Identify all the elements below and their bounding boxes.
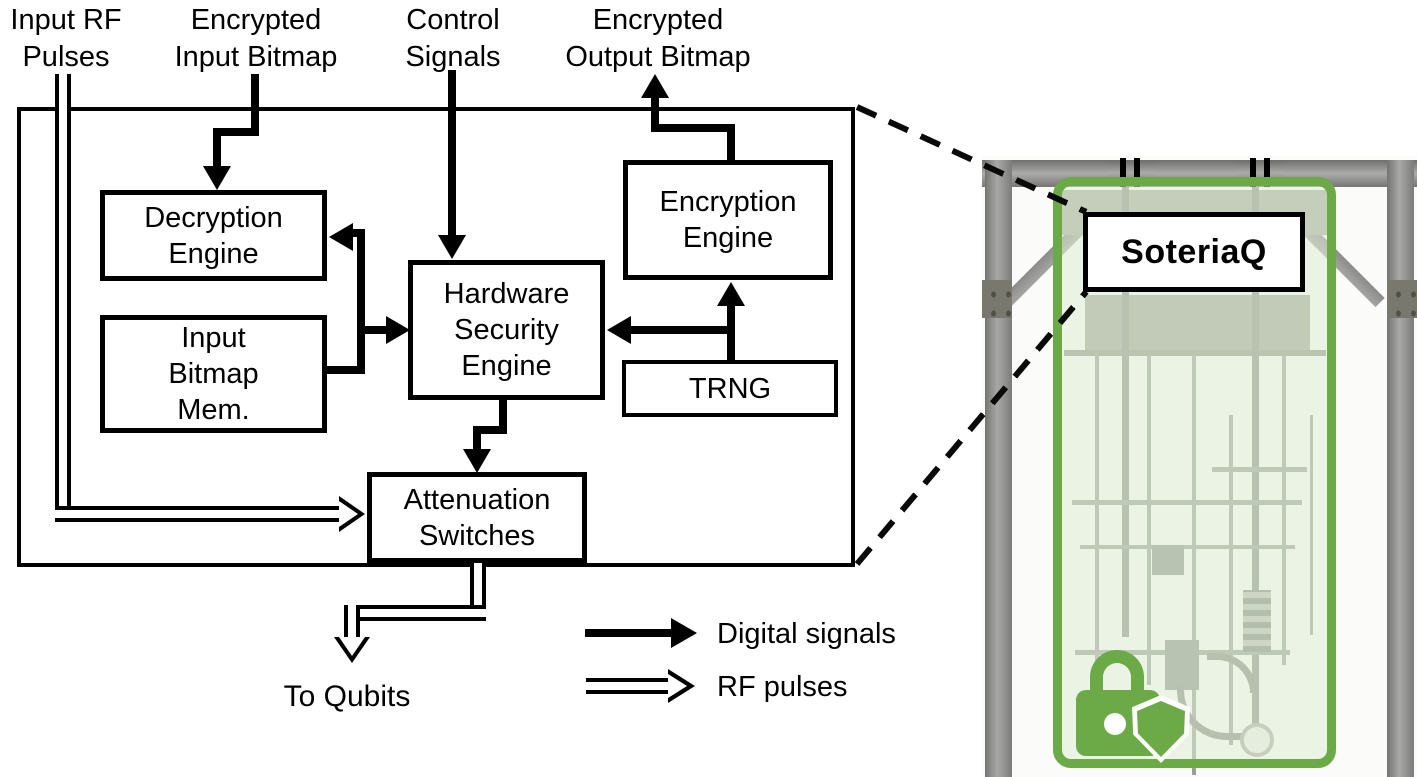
soteriaq-label: SoteriaQ — [1121, 232, 1267, 271]
rf-arrowhead-down-core — [339, 637, 365, 656]
arrowhead-down — [438, 235, 466, 259]
hardware-security-engine-block: Hardware Security Engine — [408, 260, 605, 400]
digital-line — [448, 70, 456, 236]
legend-digital-arrowhead — [671, 618, 697, 648]
rf-line-elbow — [348, 609, 356, 617]
soteriaq-label-box: SoteriaQ — [1083, 212, 1305, 292]
frame-bolt-plate-left — [982, 280, 1012, 318]
frame-bolt-plate-right — [1387, 280, 1417, 318]
digital-line — [473, 426, 481, 450]
arrowhead-down — [203, 166, 231, 190]
arrowhead-up — [641, 74, 669, 98]
arrowhead-right — [386, 316, 410, 344]
digital-line — [357, 229, 365, 374]
digital-line — [630, 326, 731, 334]
rf-line — [344, 605, 486, 621]
module-outline-box — [17, 107, 855, 567]
digital-line — [251, 74, 259, 136]
trng-block: TRNG — [622, 360, 838, 417]
arrowhead-left — [607, 316, 631, 344]
label-encrypted-output-bitmap: Encrypted Output Bitmap — [565, 4, 751, 73]
soteriaq-highlight-box — [1053, 177, 1336, 768]
label-to-qubits: To Qubits — [283, 680, 411, 713]
rf-line — [55, 506, 345, 522]
lock-keyhole — [1104, 713, 1126, 735]
digital-line — [213, 128, 259, 136]
cryostat-photo: SoteriaQ — [982, 155, 1417, 777]
digital-line — [651, 124, 735, 132]
rf-line-elbow — [59, 510, 67, 518]
digital-line — [473, 426, 507, 434]
frame-clamp-bolt — [1120, 158, 1126, 187]
legend-rf-label: RF pulses — [717, 671, 848, 703]
digital-line — [651, 96, 659, 132]
frame-left-post — [985, 160, 1012, 777]
label-encrypted-input-bitmap: Encrypted Input Bitmap — [174, 4, 338, 73]
legend-rf-arrowhead-core — [668, 674, 687, 698]
rf-line-elbow — [474, 609, 482, 617]
arrowhead-left — [329, 223, 353, 251]
rf-arrowhead-right-core — [339, 501, 358, 527]
legend-digital-arrow — [585, 629, 673, 637]
digital-line — [499, 398, 507, 434]
label-control-signals: Control Signals — [405, 4, 501, 73]
attenuation-switches-block: Attenuation Switches — [367, 472, 587, 563]
digital-line — [327, 366, 365, 374]
digital-line — [213, 128, 221, 168]
frame-clamp-bolt — [1134, 158, 1140, 187]
digital-line — [365, 326, 387, 334]
arrowhead-down — [463, 449, 491, 473]
encryption-engine-block: Encryption Engine — [623, 160, 833, 280]
frame-right-post — [1387, 160, 1414, 777]
label-input-rf-pulses: Input RF Pulses — [10, 4, 122, 73]
digital-line — [727, 124, 735, 162]
frame-clamp-bolt — [1264, 158, 1270, 187]
frame-clamp-bolt — [1250, 158, 1256, 187]
digital-line — [727, 304, 735, 362]
input-bitmap-mem-block: Input Bitmap Mem. — [100, 315, 327, 433]
digital-line — [351, 229, 365, 237]
legend-digital-label: Digital signals — [717, 618, 896, 650]
decryption-engine-block: Decryption Engine — [100, 190, 327, 281]
legend-rf-arrow — [586, 678, 672, 694]
rf-line — [55, 74, 71, 522]
arrowhead-up — [717, 282, 745, 306]
